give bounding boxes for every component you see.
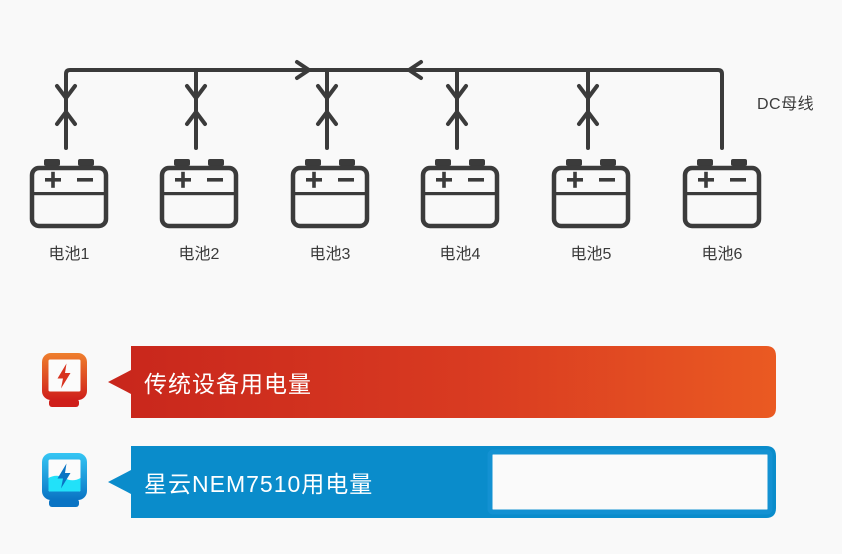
- consumption-comparison: 传统设备用电量: [0, 330, 842, 554]
- power-bolt-red-icon: [40, 350, 96, 414]
- battery-icon-6: [682, 159, 762, 229]
- comparison-row-legacy: 传统设备用电量: [0, 338, 842, 430]
- branch-up-arrow-5-icon: [577, 110, 599, 126]
- nem7510-bar-hollow-segment: [487, 449, 773, 515]
- comparison-row-nem7510: 星云NEM7510用电量: [0, 438, 842, 530]
- battery-icon-2: [159, 159, 239, 229]
- branch-up-arrow-3-icon: [316, 110, 338, 126]
- branch-battery-3: [316, 68, 338, 150]
- power-bolt-blue-icon: [40, 450, 96, 514]
- dc-bus-diagram: DC母线 电池1 电池2 电池3 电池4 电池5 电池6: [29, 60, 815, 263]
- dc-bus-line: [64, 68, 724, 150]
- branch-down-arrow-5-icon: [577, 84, 599, 100]
- bus-arrow-right-icon: [295, 60, 311, 80]
- legacy-bar-shape: [104, 346, 776, 418]
- battery-label-1: 电池1: [48, 246, 90, 263]
- branch-battery-1: [55, 76, 77, 150]
- branch-down-arrow-3-icon: [316, 84, 338, 100]
- battery-label-4: 电池4: [439, 246, 481, 263]
- nem7510-bar-shape: [104, 446, 776, 518]
- battery-label-5: 电池5: [570, 246, 612, 263]
- branch-down-arrow-4-icon: [446, 84, 468, 100]
- dc-bus-label: DC母线: [757, 96, 815, 113]
- battery-label-2: 电池2: [178, 246, 220, 263]
- branch-up-arrow-4-icon: [446, 110, 468, 126]
- battery-label-6: 电池6: [701, 246, 743, 263]
- branch-battery-4: [446, 68, 468, 150]
- battery-icon-1: [29, 159, 109, 229]
- battery-icon-3: [290, 159, 370, 229]
- branch-down-arrow-2-icon: [185, 84, 207, 100]
- branch-battery-5: [577, 68, 599, 150]
- bus-arrow-left-icon: [407, 60, 423, 80]
- battery-label-3: 电池3: [309, 246, 351, 263]
- branch-up-arrow-2-icon: [185, 110, 207, 126]
- battery-icon-4: [420, 159, 500, 229]
- diagram-svg: [29, 60, 762, 229]
- battery-icon-5: [551, 159, 631, 229]
- battery-glyph-group: [29, 159, 762, 229]
- branch-battery-2: [185, 68, 207, 150]
- branch-up-arrow-1-icon: [55, 110, 77, 126]
- branch-down-arrow-1-icon: [55, 84, 77, 100]
